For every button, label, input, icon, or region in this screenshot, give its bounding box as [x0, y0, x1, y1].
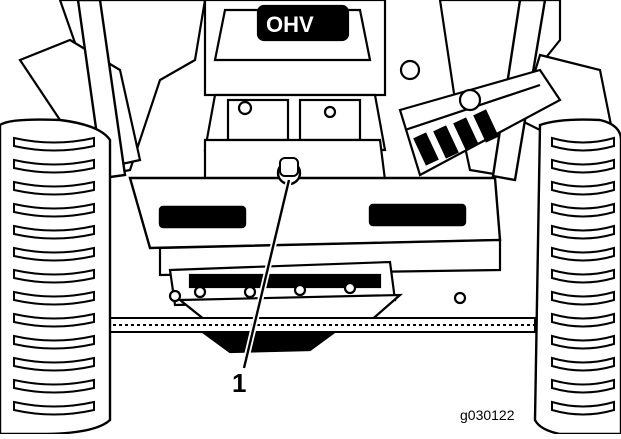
tread-lug: [13, 334, 95, 350]
tread-lug: [13, 312, 95, 328]
tread-lug: [551, 246, 615, 262]
tread-lug: [13, 158, 95, 174]
tread-lug: [551, 312, 615, 328]
callout-leader-line: [242, 179, 291, 369]
tread-lug: [13, 400, 95, 416]
tread-lug: [551, 158, 615, 174]
drive-assembly: [158, 238, 502, 354]
tread-lug: [551, 290, 615, 306]
callout-number: 1: [232, 368, 246, 398]
left-tire: [0, 118, 112, 436]
scraper-bar: [94, 317, 536, 333]
chute-control: [398, 59, 562, 177]
tread-lug: [13, 246, 95, 262]
figure-id: g030122: [460, 407, 515, 423]
tread-lug: [13, 378, 95, 394]
tread-lug: [13, 268, 95, 284]
tread-lug: [13, 224, 95, 240]
tread-lug: [13, 180, 95, 196]
tread-lug: [551, 202, 615, 218]
tread-lug: [551, 180, 615, 196]
tread-lug: [13, 356, 95, 372]
callout-1: 1: [232, 157, 302, 398]
tread-lug: [551, 136, 615, 152]
tread-lug: [13, 202, 95, 218]
tread-lug: [551, 356, 615, 372]
tread-lug: [551, 334, 615, 350]
tread-lug: [551, 224, 615, 240]
right-tire: [533, 118, 621, 436]
tread-lug: [13, 290, 95, 306]
tread-lug: [551, 378, 615, 394]
tread-lug: [551, 400, 615, 416]
right-tire-treads: [551, 136, 615, 416]
tread-lug: [13, 136, 95, 152]
engine-label: OHV: [266, 12, 314, 37]
tread-lug: [551, 268, 615, 284]
left-tire-treads: [13, 136, 95, 416]
rear-housing-plate: [128, 176, 502, 250]
